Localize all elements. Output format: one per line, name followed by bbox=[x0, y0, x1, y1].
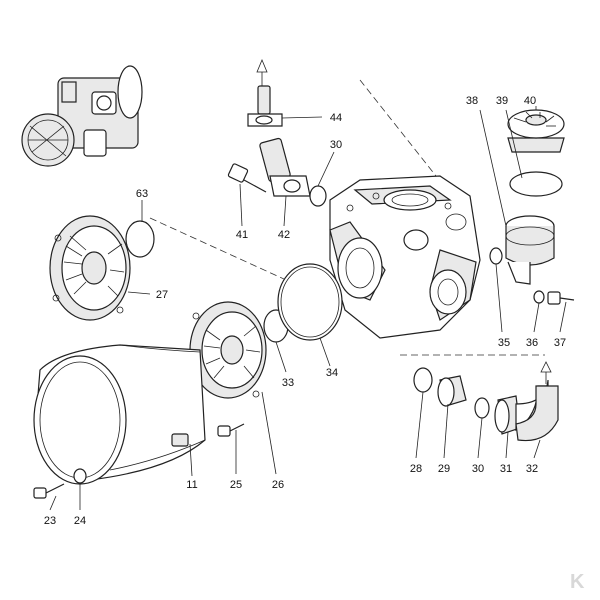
o-ring-30-lower bbox=[474, 397, 490, 419]
air-chamber-cap bbox=[507, 109, 565, 153]
label-40: 40 bbox=[524, 95, 536, 107]
label-42: 42 bbox=[278, 229, 290, 241]
label-34: 34 bbox=[326, 367, 338, 379]
label-44: 44 bbox=[330, 112, 342, 124]
screw-37 bbox=[547, 291, 575, 305]
screw-23 bbox=[33, 483, 65, 499]
label-30-upper: 30 bbox=[330, 139, 342, 151]
bell-guard bbox=[33, 344, 206, 485]
label-32: 32 bbox=[526, 463, 538, 475]
elbow-32 bbox=[515, 361, 559, 442]
label-63: 63 bbox=[136, 188, 148, 200]
brand-logo-letter: K bbox=[570, 571, 585, 593]
diaphragm-cover-26 bbox=[189, 301, 267, 399]
label-11: 11 bbox=[186, 479, 197, 491]
washer-24 bbox=[73, 468, 87, 484]
union-nut-31 bbox=[494, 395, 521, 435]
bolt-25 bbox=[217, 423, 245, 437]
label-38: 38 bbox=[466, 95, 478, 107]
air-chamber-ring bbox=[509, 171, 563, 197]
label-41: 41 bbox=[236, 229, 248, 241]
label-24: 24 bbox=[74, 515, 86, 527]
washer-36 bbox=[533, 290, 545, 304]
o-ring-30-upper bbox=[309, 185, 327, 207]
union-elbow bbox=[259, 137, 311, 197]
bolt-41 bbox=[227, 163, 267, 193]
label-36: 36 bbox=[526, 337, 538, 349]
label-31: 31 bbox=[500, 463, 512, 475]
fitting-nut-29 bbox=[437, 375, 467, 407]
label-23: 23 bbox=[44, 515, 56, 527]
diaphragm-cover-27 bbox=[49, 215, 131, 321]
o-ring-34 bbox=[277, 263, 343, 341]
o-ring-28 bbox=[413, 367, 433, 393]
pump-housing bbox=[329, 175, 481, 339]
air-chamber-bowl bbox=[505, 215, 555, 285]
label-29: 29 bbox=[438, 463, 450, 475]
label-25: 25 bbox=[230, 479, 242, 491]
part-number-labels: 23 24 11 25 26 27 63 33 34 41 42 44 30 3… bbox=[44, 95, 566, 527]
label-37: 37 bbox=[554, 337, 566, 349]
label-39: 39 bbox=[496, 95, 508, 107]
label-26: 26 bbox=[272, 479, 284, 491]
label-33: 33 bbox=[282, 377, 294, 389]
pump-overview-thumbnail bbox=[21, 65, 143, 167]
outlet-fitting bbox=[247, 58, 283, 127]
label-28: 28 bbox=[410, 463, 422, 475]
label-30-lower: 30 bbox=[472, 463, 484, 475]
label-35: 35 bbox=[498, 337, 510, 349]
leader-lines bbox=[49, 106, 567, 511]
brand-logo-watermark: K bbox=[570, 571, 585, 593]
o-ring-35 bbox=[489, 247, 503, 265]
cap-disc-63 bbox=[125, 220, 155, 258]
label-27: 27 bbox=[156, 289, 168, 301]
